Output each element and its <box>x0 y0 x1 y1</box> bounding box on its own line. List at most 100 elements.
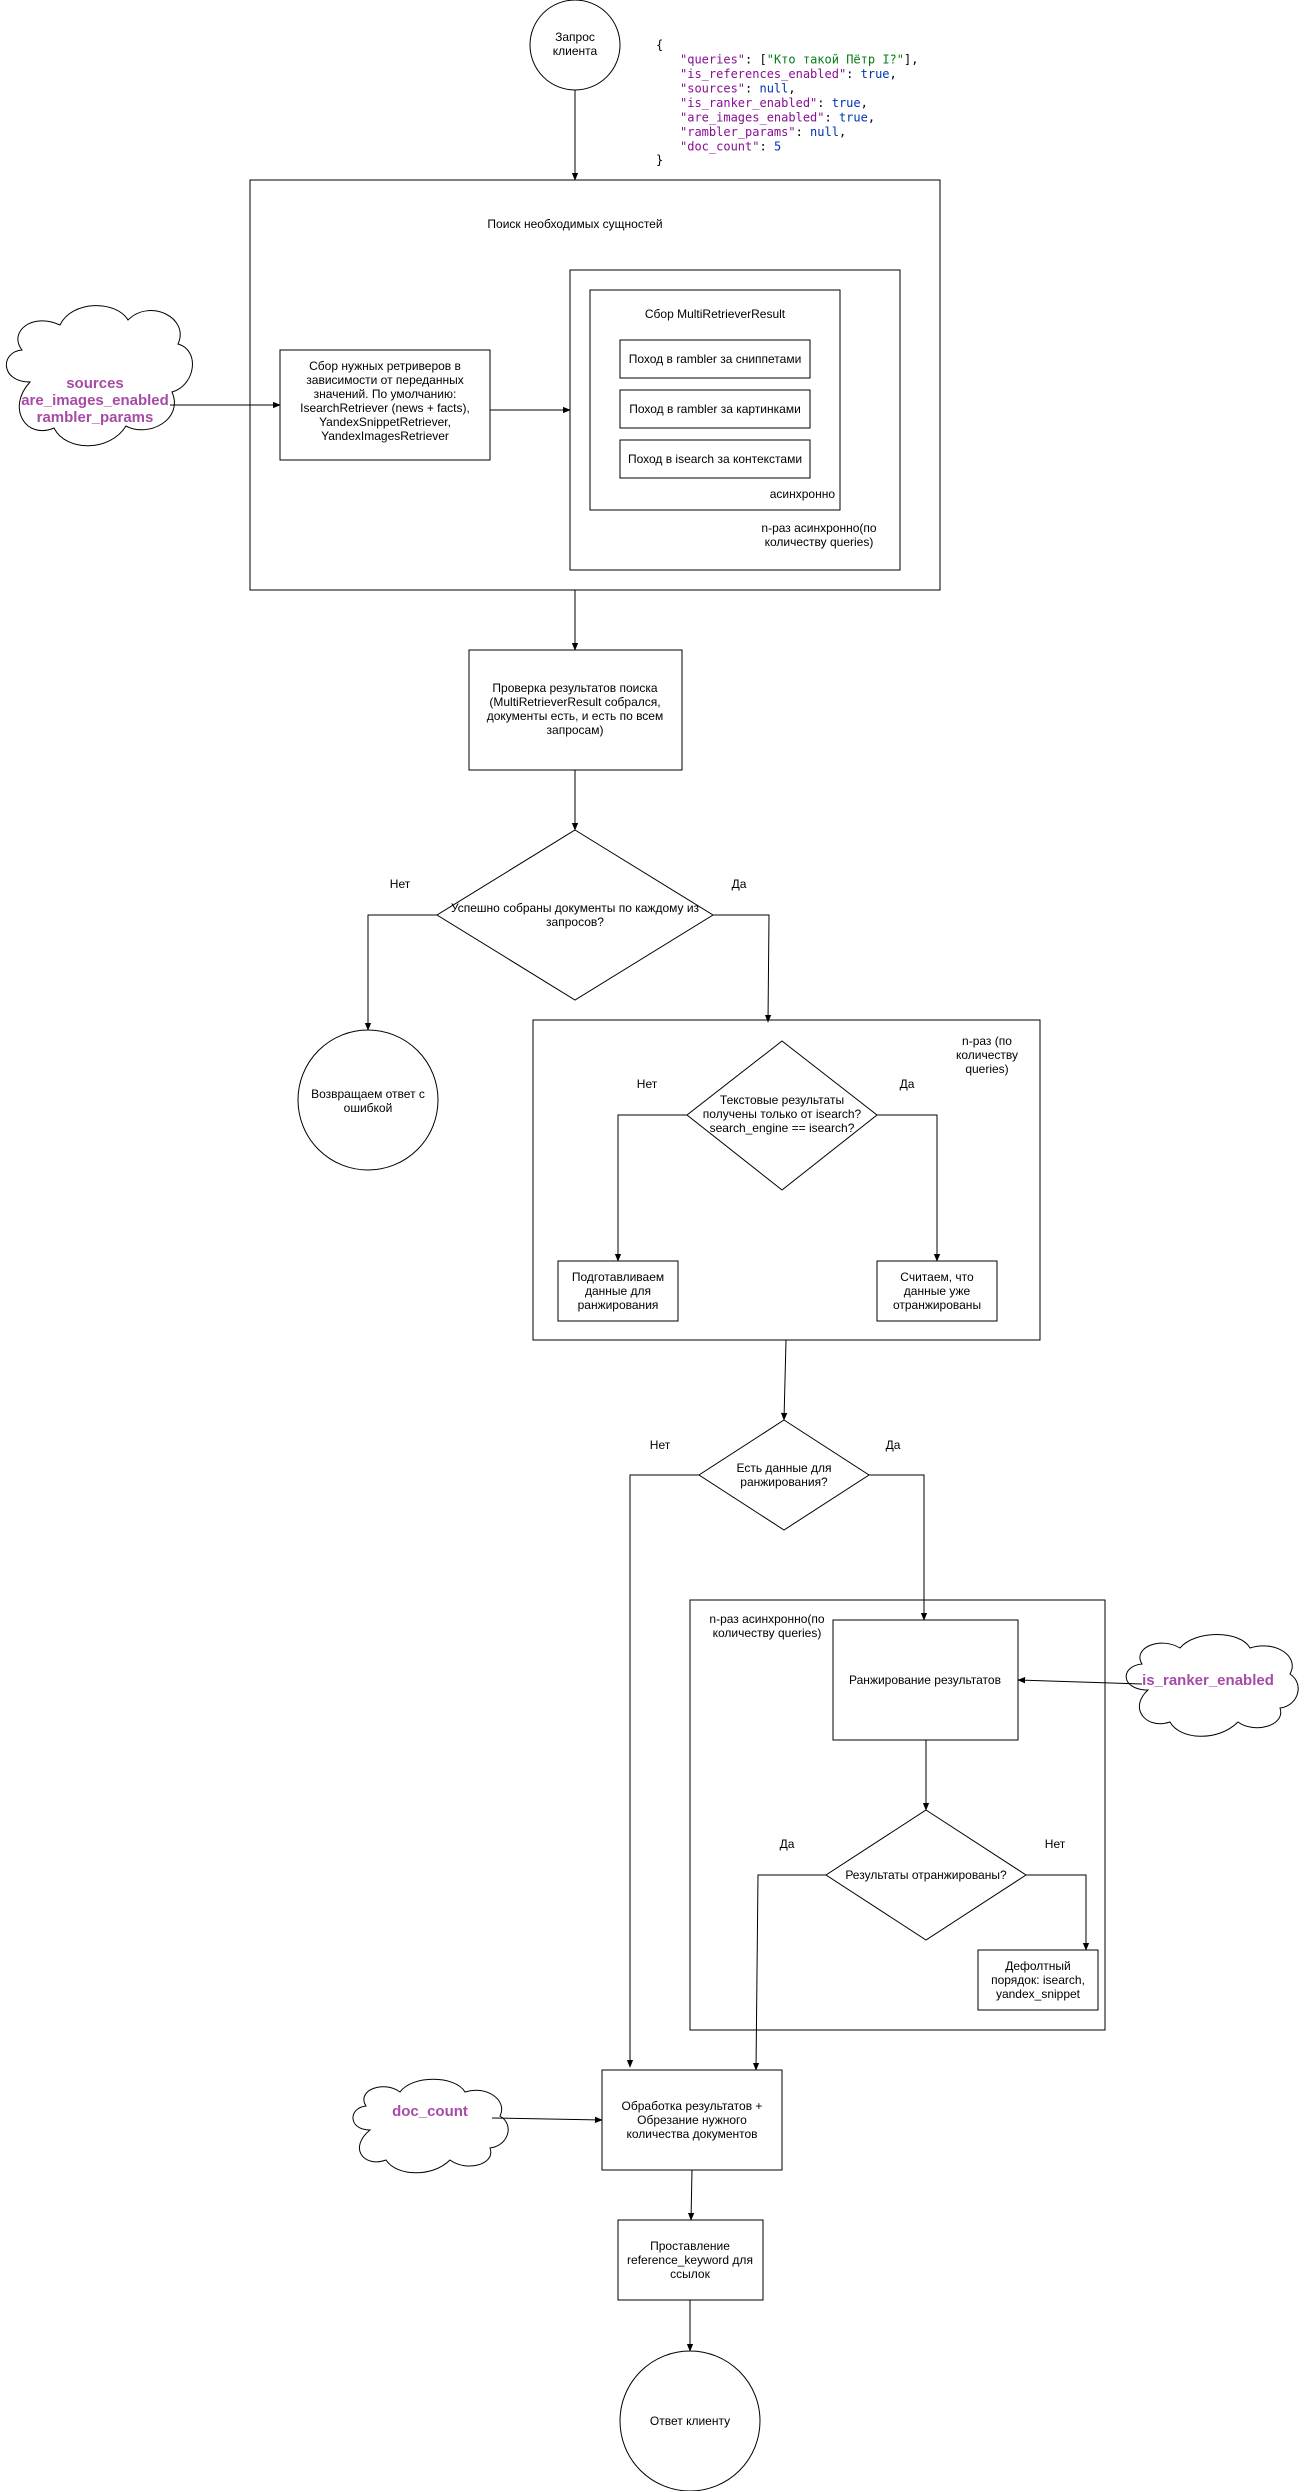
default-order-node <box>977 1949 1099 2011</box>
json-separator: : <box>745 53 759 67</box>
json-separator: : <box>825 111 839 125</box>
ranked-no-label: Нет <box>1045 1837 1066 1851</box>
isearch-only-yes-label: Да <box>900 1077 915 1091</box>
isearch-contexts-label: Поход в isearch за контекстами <box>628 452 802 466</box>
ranker-param-label: is_ranker_enabled <box>1142 1672 1274 1689</box>
edge-isearch-yes-to-ranked <box>877 1114 941 1262</box>
text-line: Проверка результатов поиска <box>492 681 657 695</box>
rambler-snippets-node <box>619 339 811 379</box>
json-value: , <box>839 125 846 139</box>
edge-decision-yes-to-prep <box>713 914 772 1023</box>
ranker-param-cloud <box>1125 1634 1299 1737</box>
isearch-contexts-node <box>619 439 811 479</box>
json-key: "is_references_enabled" <box>680 67 846 81</box>
search-box-title: Поиск необходимых сущностей <box>487 217 662 231</box>
retriever-params-cloud <box>6 305 193 447</box>
rank-results-label: Ранжирование результатов <box>849 1673 1001 1687</box>
text-line: queries) <box>965 1062 1008 1076</box>
rambler-images-node <box>619 389 811 429</box>
json-line: "are_images_enabled": true, <box>680 111 875 125</box>
rank-results-node <box>832 1619 1019 1741</box>
client-response-label: Ответ клиенту <box>650 2414 730 2428</box>
json-value: null <box>759 82 788 96</box>
json-value: , <box>868 111 875 125</box>
json-separator: : <box>745 82 759 96</box>
json-close-brace: } <box>656 153 663 167</box>
text-line: Считаем, что <box>900 1270 974 1284</box>
text-line: IsearchRetriever (news + facts), <box>300 401 470 415</box>
ranked-yes-label: Да <box>780 1837 795 1851</box>
check-results-label: Проверка результатов поиска(MultiRetriev… <box>487 681 663 737</box>
text-line: Сбор нужных ретриверов в <box>309 359 461 373</box>
edge-ranked-no-to-default <box>1026 1874 1090 1951</box>
json-value: null <box>810 125 839 139</box>
docs-collected-yes-label: Да <box>732 877 747 891</box>
text-line: Дефолтный <box>1005 1959 1071 1973</box>
json-value: [ <box>759 53 766 67</box>
isearch-only-decision <box>686 1040 878 1191</box>
text-line: rambler_params <box>37 409 154 426</box>
text-line: sources <box>66 375 124 392</box>
text-line: получены только от isearch? <box>703 1107 862 1121</box>
text-line: ошибкой <box>344 1101 393 1115</box>
json-value: 5 <box>774 140 781 154</box>
prepare-ranking-node <box>557 1260 679 1322</box>
text-line: ранжирования <box>578 1298 659 1312</box>
has-ranking-data-yes-label: Да <box>886 1438 901 1452</box>
json-line: "rambler_params": null, <box>680 125 846 139</box>
text-line: YandexImagesRetriever <box>321 429 449 443</box>
edge-process-to-reference <box>687 2169 695 2221</box>
json-value: , <box>890 67 897 81</box>
text-line: ссылок <box>670 2267 710 2281</box>
already-ranked-node <box>876 1260 998 1322</box>
count-param-cloud <box>352 2078 509 2174</box>
ranked-decision <box>825 1809 1027 1941</box>
text-line: документы есть, и есть по всем <box>487 709 663 723</box>
multi-title: Сбор MultiRetrieverResult <box>645 307 786 321</box>
edge-prep-to-has-data <box>780 1339 788 1421</box>
text-line: Успешно собраны документы по каждому из <box>451 901 700 915</box>
json-separator: : <box>796 125 810 139</box>
json-key: "is_ranker_enabled" <box>680 96 817 110</box>
text-line: зависимости от переданных <box>306 373 463 387</box>
isearch-only-no-label: Нет <box>637 1077 658 1091</box>
text-line: Обработка результатов + <box>622 2099 763 2113</box>
ranked-label: Результаты отранжированы? <box>845 1868 1007 1882</box>
text-line: Проставление <box>650 2239 730 2253</box>
edge-has-data-no-to-process <box>626 1474 699 2068</box>
json-line: "is_ranker_enabled": true, <box>680 96 868 110</box>
json-separator: : <box>817 96 831 110</box>
json-lines: "queries": ["Кто такой Пётр I?"],"is_ref… <box>680 53 918 154</box>
json-line: "queries": ["Кто такой Пётр I?"], <box>680 53 918 67</box>
text-line: Текстовые результаты <box>720 1093 844 1107</box>
edge-count-cloud-to-process <box>491 2116 603 2124</box>
json-value: true <box>839 111 868 125</box>
edge-isearch-no-to-prepare <box>614 1114 687 1262</box>
rambler-images-label: Поход в rambler за картинками <box>629 402 801 416</box>
text-line: (MultiRetrieverResult собрался, <box>489 695 660 709</box>
text-line: n-раз асинхронно(по <box>761 521 876 535</box>
text-line: ранжирования? <box>740 1475 828 1489</box>
async-label: асинхронно <box>770 487 836 501</box>
text-line: Запрос <box>555 30 595 44</box>
json-key: "queries" <box>680 53 745 67</box>
json-open-brace: { <box>656 38 663 52</box>
process-results-label: Обработка результатов +Обрезание нужного… <box>622 2099 763 2141</box>
json-value: true <box>861 67 890 81</box>
has-ranking-data-decision <box>698 1419 870 1531</box>
text-line: количеству queries) <box>765 535 874 549</box>
text-line: are_images_enabled <box>21 392 169 409</box>
json-value: , <box>861 96 868 110</box>
text-line: запросов? <box>546 915 604 929</box>
text-line: Возвращаем ответ с <box>311 1087 425 1101</box>
